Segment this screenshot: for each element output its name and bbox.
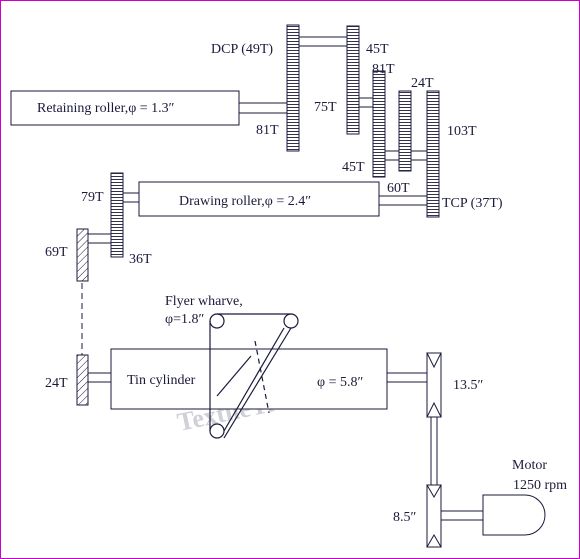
drawing-roller xyxy=(138,181,380,217)
dcp-gear xyxy=(286,24,300,152)
label-dcp: DCP (49T) xyxy=(211,42,273,57)
tin-cylinder-label: Tin cylinder xyxy=(127,373,196,388)
label-75t: 75T xyxy=(314,100,337,115)
label-tcp: TCP (37T) xyxy=(442,196,503,211)
label-81t-a: 81T xyxy=(372,62,395,77)
label-motor: Motor xyxy=(512,458,547,473)
retaining-roller xyxy=(10,90,240,126)
label-69t: 69T xyxy=(45,245,68,260)
gear-24t xyxy=(398,90,412,172)
label-24t-a: 24T xyxy=(411,76,434,91)
label-81t-b: 81T xyxy=(256,123,279,138)
label-motor-rpm: 1250 rpm xyxy=(513,478,567,493)
label-79t: 79T xyxy=(81,190,104,205)
gear-45t-75t xyxy=(346,25,360,135)
motor xyxy=(482,494,546,536)
label-45t-b: 45T xyxy=(342,160,365,175)
tin-cylinder-diameter: φ = 5.8″ xyxy=(317,375,363,390)
label-45t-a: 45T xyxy=(366,42,389,57)
label-103t: 103T xyxy=(447,124,477,139)
label-pulley-13-5: 13.5″ xyxy=(453,378,484,393)
gear-69t xyxy=(76,228,89,282)
label-24t-b: 24T xyxy=(45,376,68,391)
gear-79t-36t xyxy=(110,172,124,258)
label-36t: 36T xyxy=(129,252,152,267)
pulley-8-5 xyxy=(426,484,442,548)
retaining-roller-label: Retaining roller,φ = 1.3″ xyxy=(37,101,175,116)
drawing-roller-label: Drawing roller,φ = 2.4″ xyxy=(179,194,311,209)
flyer-wharve-label: Flyer wharve, xyxy=(165,294,243,309)
label-pulley-8-5: 8.5″ xyxy=(393,510,417,525)
gear-81t-45t xyxy=(372,70,386,178)
gear-103t-tcp xyxy=(426,90,440,218)
pulley-13-5 xyxy=(426,352,442,418)
flyer-belt xyxy=(209,313,299,439)
label-60t: 60T xyxy=(387,181,410,196)
flyer-wharve-diameter: φ=1.8″ xyxy=(165,312,204,327)
gear-24t-b xyxy=(76,354,89,406)
